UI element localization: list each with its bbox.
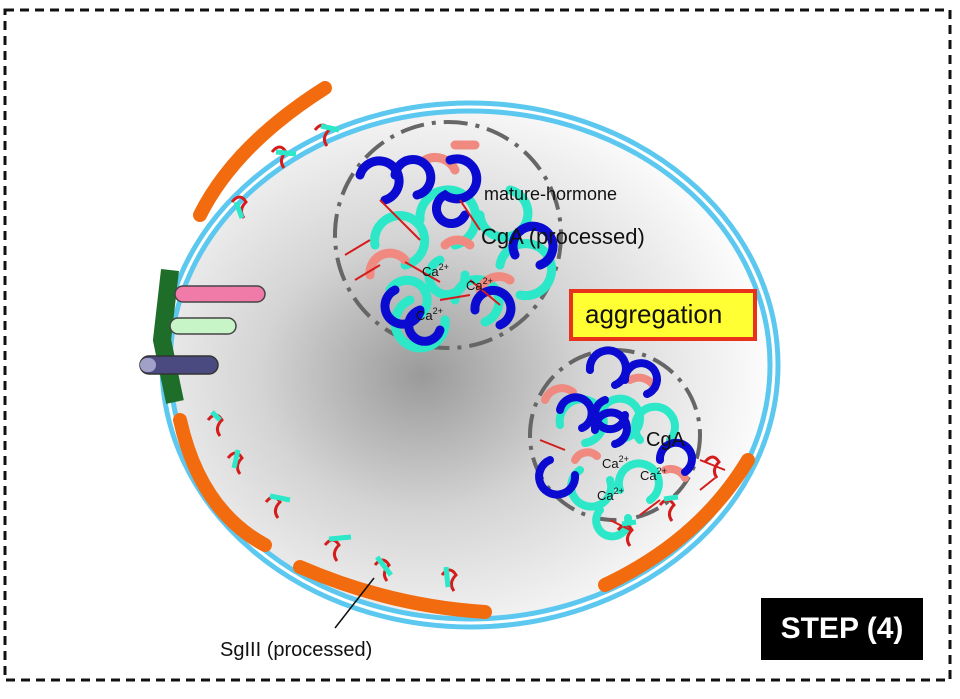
membrane-channel-segment [152, 268, 184, 404]
calcium-label: Ca2+ [422, 262, 449, 279]
calcium-label: Ca2+ [640, 466, 667, 483]
step-badge: STEP (4) [761, 598, 923, 660]
mature-hormone-label: mature-hormone [484, 184, 617, 204]
aggregation-label: aggregation [585, 299, 722, 329]
cga-label: CgA [646, 429, 686, 451]
calcium-label: Ca2+ [466, 276, 493, 293]
calcium-labels: Ca2+ Ca2+ Ca2+ Ca2+ Ca2+ Ca2+ [416, 262, 667, 503]
dashed-frame [3, 8, 952, 682]
calcium-label: Ca2+ [597, 486, 624, 503]
membrane-peptides [206, 123, 458, 592]
calcium-label: Ca2+ [416, 306, 443, 323]
membrane-bars [139, 285, 266, 375]
sgiii-processed-label: SgIII (processed) [220, 639, 372, 661]
aggregate-upper [333, 120, 563, 353]
aggregation-label-box [569, 289, 757, 341]
cga-processed-label: CgA (processed) [481, 224, 645, 249]
aggregate-lower [528, 346, 726, 547]
orange-patches [173, 81, 755, 619]
sgiii-callout-line [334, 577, 375, 629]
calcium-label: Ca2+ [602, 454, 629, 471]
